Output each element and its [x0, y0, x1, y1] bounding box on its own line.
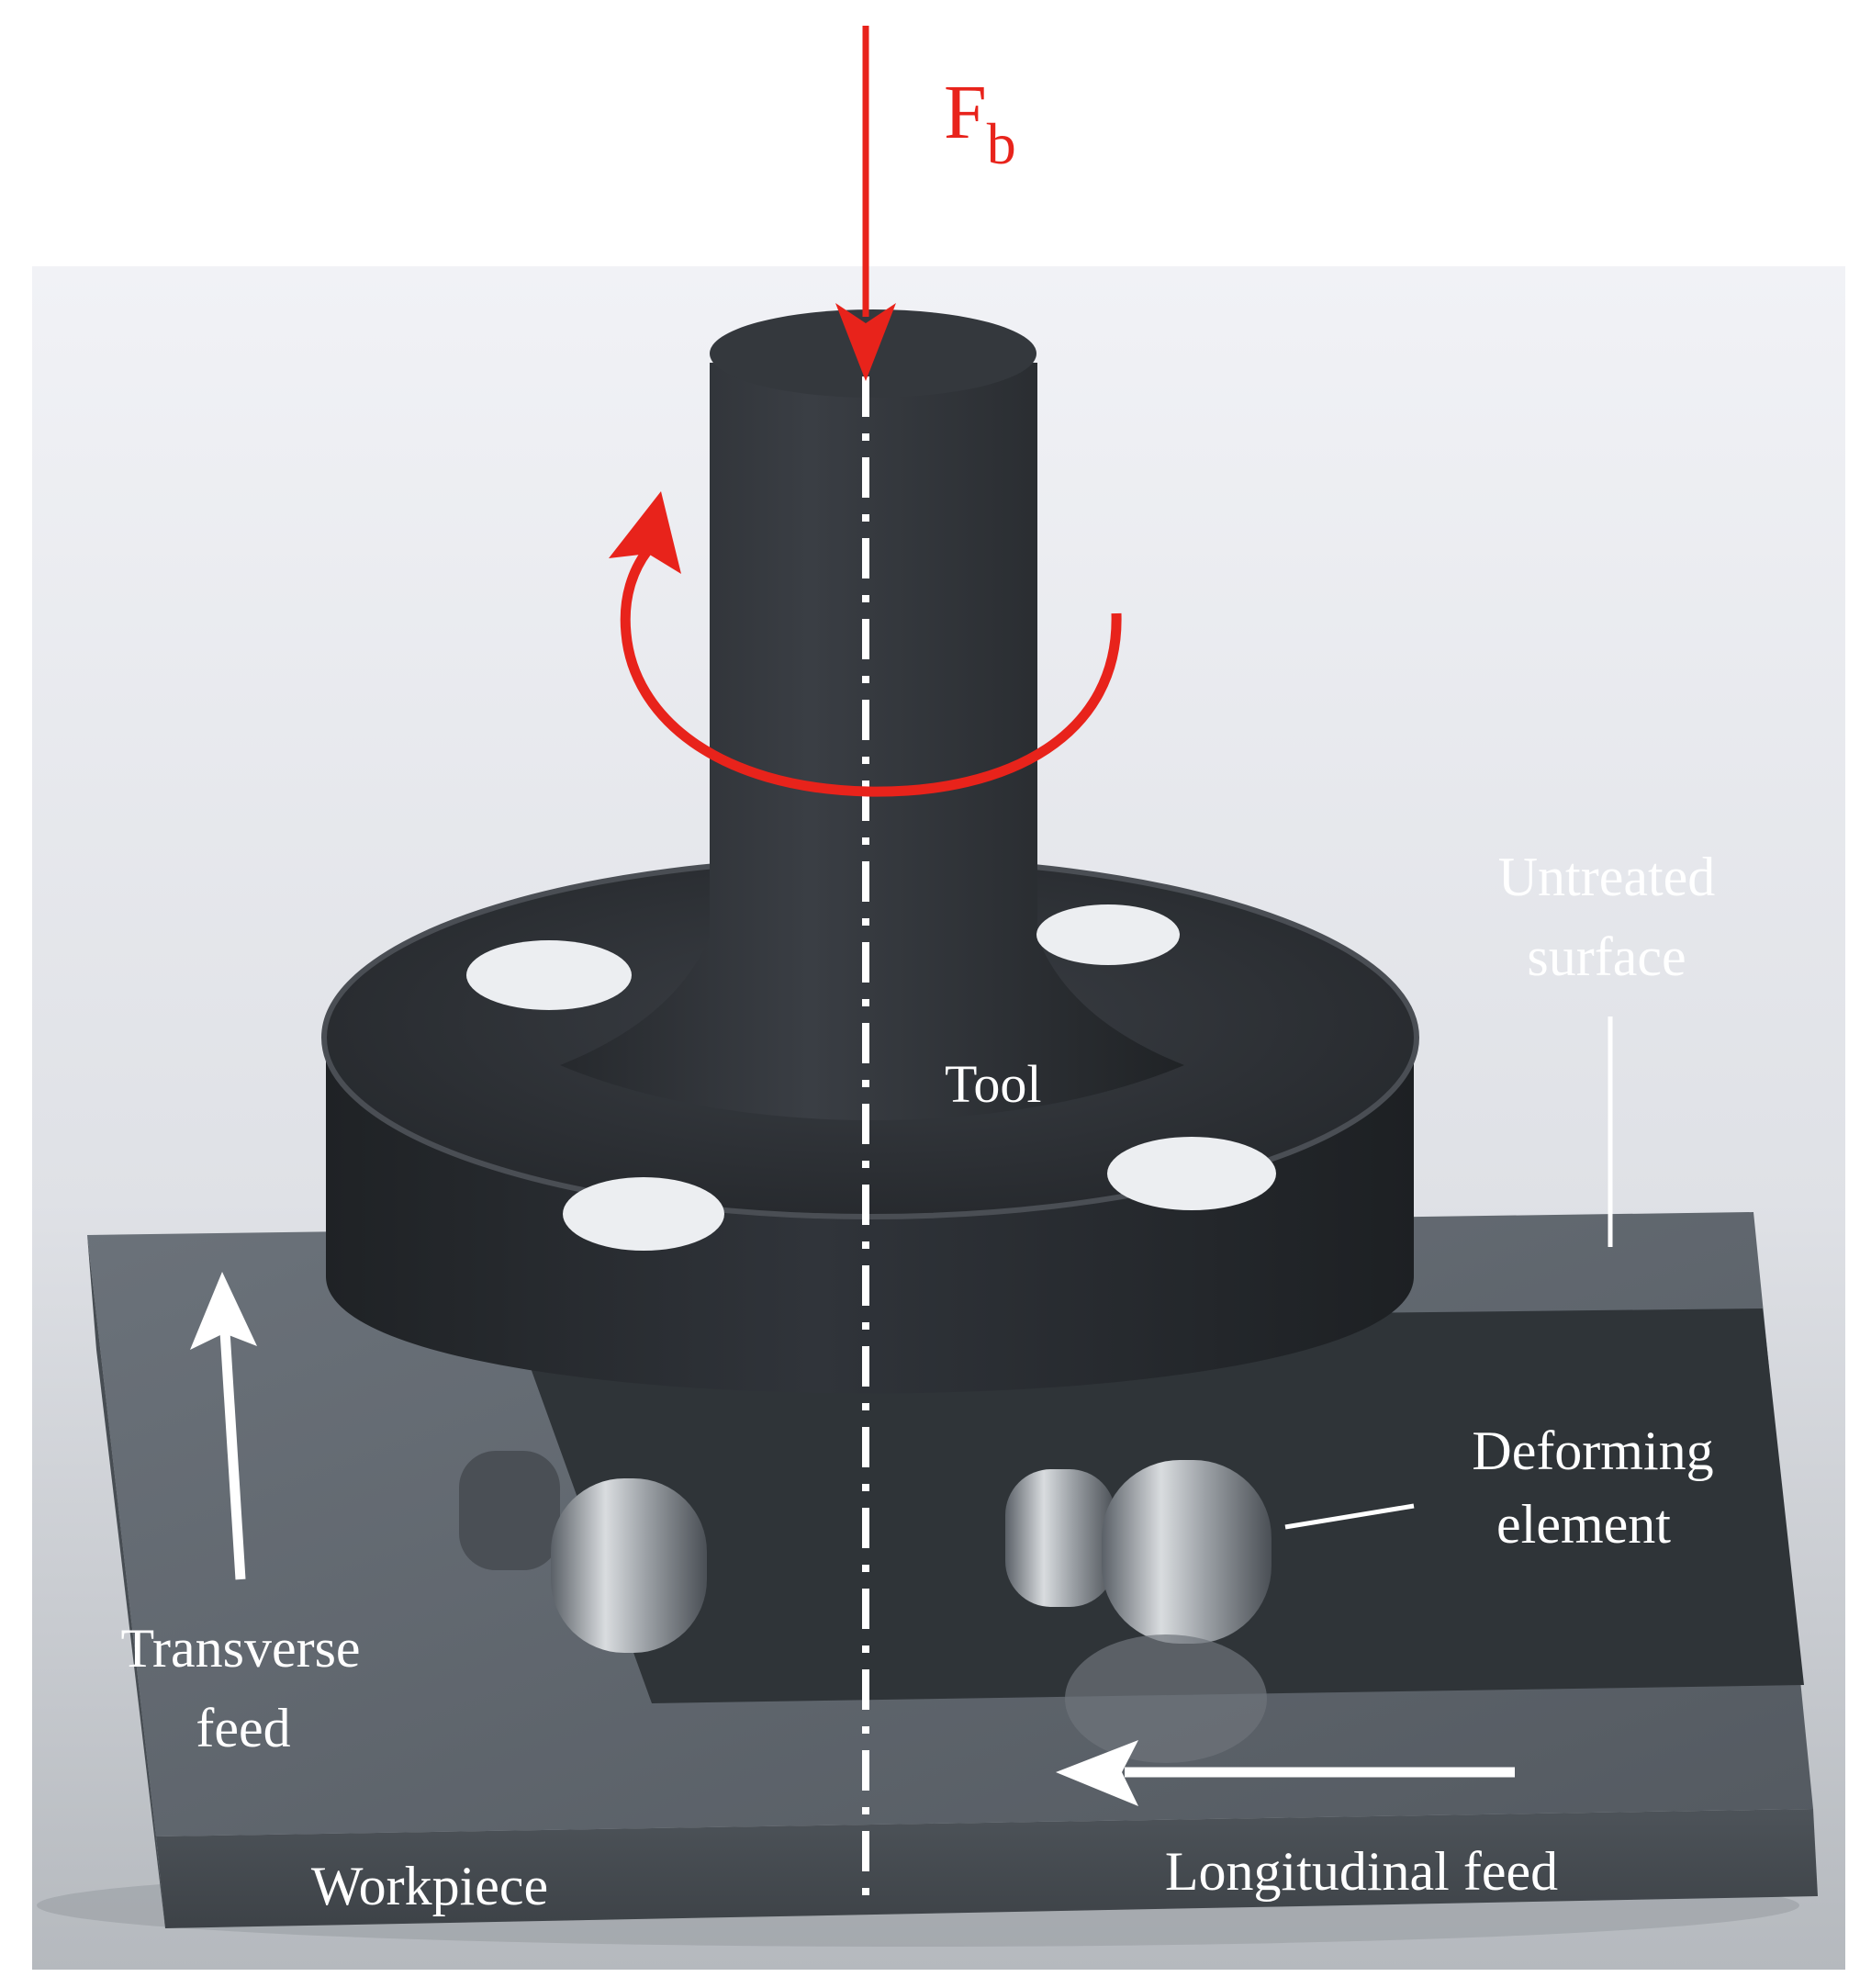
transverse-label-line1: Transverse — [120, 1618, 360, 1679]
workpiece-left-face — [87, 1235, 165, 1928]
ball-reflection — [1065, 1634, 1267, 1763]
force-arrow-head — [835, 303, 896, 381]
rotation-arrow — [609, 491, 1122, 797]
transverse-arrow-head — [190, 1272, 257, 1350]
longitudinal-label: Longitudinal feed — [1165, 1841, 1558, 1902]
flange-hole-3 — [563, 1177, 724, 1251]
force-arrow — [835, 26, 896, 381]
force-label: Fb — [944, 70, 1016, 176]
workpiece-front-face — [156, 1809, 1818, 1928]
tool-shaft — [560, 363, 1184, 1120]
flange-hole-2 — [1036, 904, 1180, 965]
longitudinal-arrow-head — [1056, 1740, 1138, 1806]
tool — [321, 309, 1419, 1394]
transverse-feed-arrow — [190, 1272, 257, 1580]
untreated-label-line1: Untreated — [1498, 847, 1716, 907]
flange-hole-4 — [1107, 1137, 1276, 1210]
ball-holder-left — [551, 1478, 707, 1653]
transverse-arrow-shaft — [219, 1331, 246, 1580]
tool-label: Tool — [945, 1054, 1042, 1114]
transverse-label-line2: feed — [196, 1698, 290, 1758]
ball-holder-right — [1102, 1460, 1272, 1644]
deforming-leader-line — [1284, 1503, 1415, 1530]
untreated-label-line2: surface — [1527, 927, 1686, 987]
longitudinal-feed-arrow — [1056, 1740, 1515, 1806]
rotation-arrow-head — [609, 491, 681, 574]
workpiece-label: Workpiece — [311, 1856, 548, 1916]
rotation-arc — [620, 547, 1122, 797]
deforming-elements — [459, 1451, 1272, 1763]
force-label-subscript: b — [987, 111, 1016, 176]
deforming-label-line1: Deforming — [1472, 1421, 1713, 1481]
ball-holder-right-back — [1005, 1469, 1115, 1607]
ball-holder-left-back — [459, 1451, 560, 1570]
flange-hole-1 — [466, 940, 632, 1010]
deforming-label-line2: element — [1496, 1494, 1671, 1555]
